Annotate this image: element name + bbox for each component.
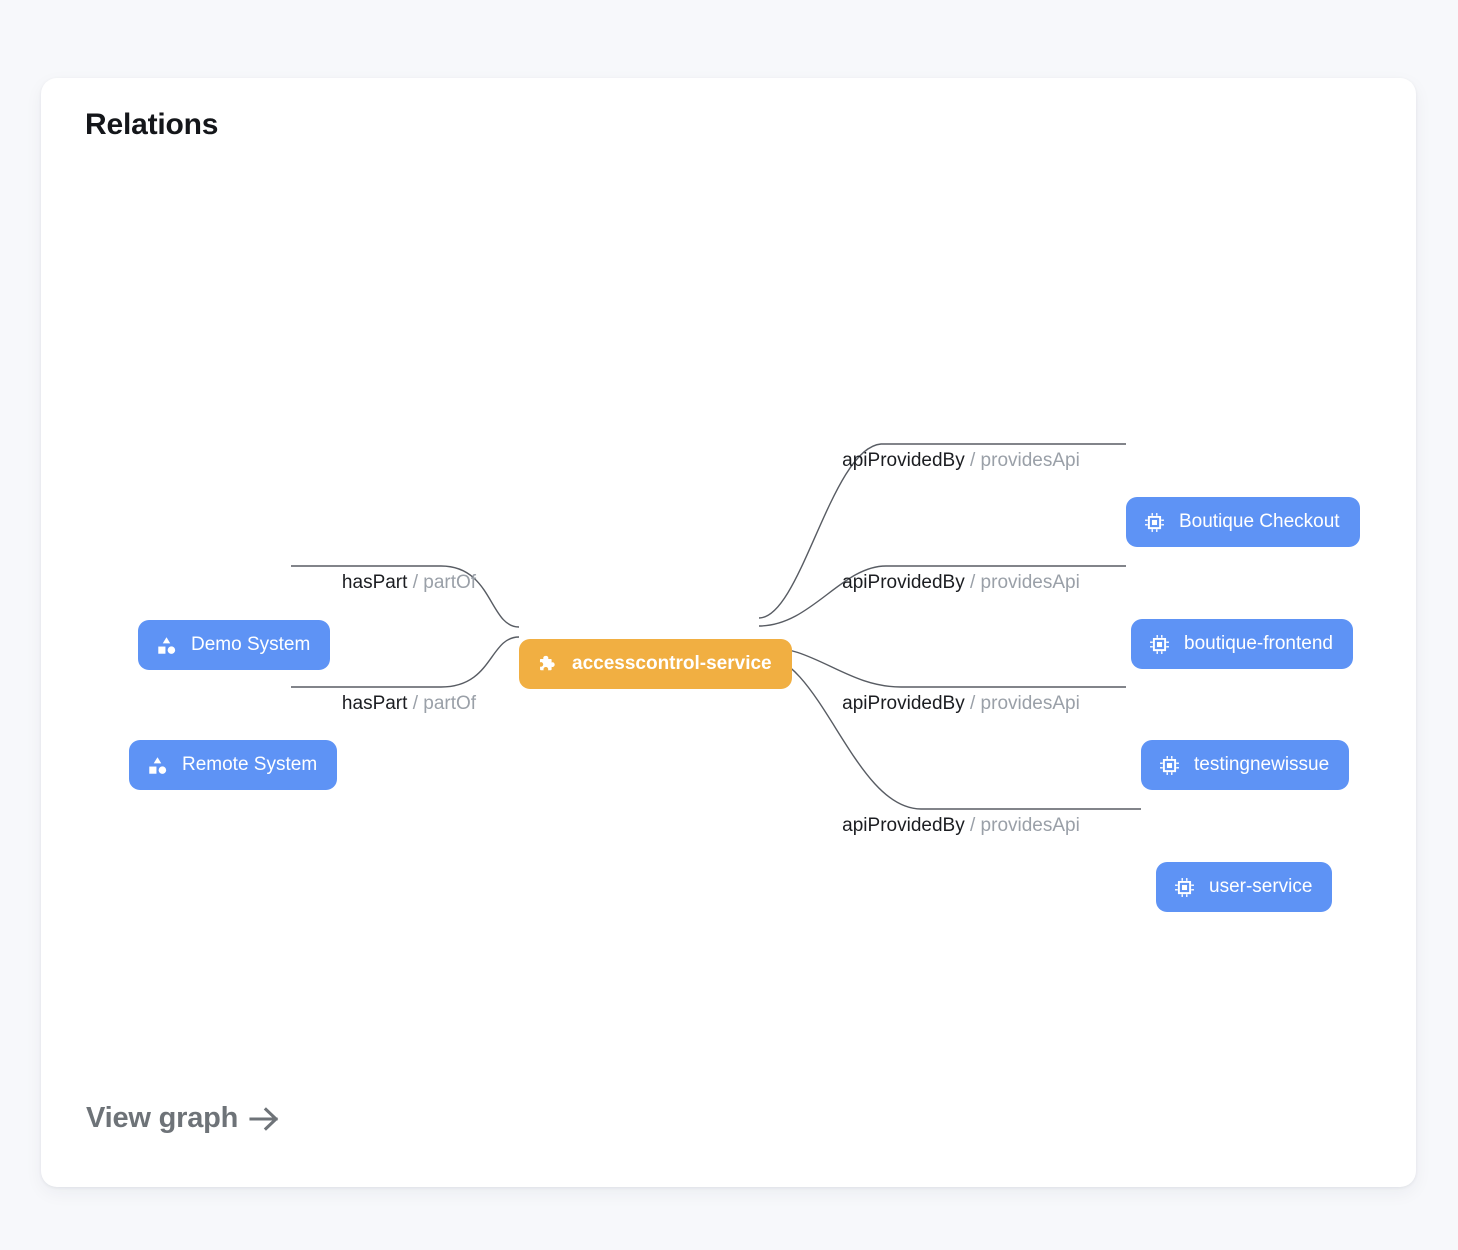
graph-node-label: Remote System — [182, 754, 318, 775]
cpu-chip-icon — [1143, 511, 1165, 533]
edge-label-separator: / — [412, 693, 424, 714]
edge-label-forward: apiProvidedBy — [842, 450, 965, 471]
cpu-chip-icon — [1158, 754, 1180, 776]
view-graph-link[interactable]: View graph — [86, 1102, 281, 1135]
graph-node-testingnewissue[interactable]: testingnewissue — [1141, 740, 1350, 790]
edge-label-separator: / — [969, 693, 981, 714]
edge-label-reverse: partOf — [423, 572, 477, 593]
edge-label-reverse: providesApi — [980, 572, 1080, 593]
cpu-chip-icon — [1173, 876, 1195, 898]
edge-path-testingnewissue — [758, 645, 1126, 688]
graph-node-label: boutique-frontend — [1184, 633, 1333, 654]
edge-label-forward: apiProvidedBy — [842, 815, 965, 836]
graph-node-label: Demo System — [191, 634, 311, 655]
edge-label-testingnewissue: apiProvidedBy / providesApi — [842, 693, 1080, 715]
edge-label-reverse: providesApi — [980, 815, 1080, 836]
edge-label-separator: / — [412, 572, 424, 593]
view-graph-label: View graph — [86, 1102, 239, 1134]
edge-label-user-service: apiProvidedBy / providesApi — [842, 815, 1080, 837]
graph-node-label: user-service — [1209, 876, 1313, 897]
edge-label-remote-system: hasPart / partOf — [342, 693, 476, 715]
graph-node-boutique-checkout[interactable]: Boutique Checkout — [1126, 497, 1360, 547]
graph-node-label: testingnewissue — [1194, 754, 1330, 775]
edge-path-user-service — [758, 653, 1141, 810]
edge-label-forward: hasPart — [341, 693, 408, 714]
graph-node-accesscontrol-service[interactable]: accesscontrol-service — [519, 639, 792, 689]
edge-label-separator: / — [969, 450, 981, 471]
edge-label-boutique-checkout: apiProvidedBy / providesApi — [842, 450, 1080, 472]
edge-label-reverse: providesApi — [980, 450, 1080, 471]
relations-card: Relations Demo System — [41, 78, 1416, 1187]
edge-label-demo-system: hasPart / partOf — [342, 572, 476, 594]
edge-label-boutique-frontend: apiProvidedBy / providesApi — [842, 572, 1080, 594]
arrow-right-icon — [249, 1104, 281, 1134]
cpu-chip-icon — [1148, 633, 1170, 655]
edge-label-separator: / — [969, 815, 981, 836]
page-title: Relations — [85, 108, 219, 141]
edge-label-forward: apiProvidedBy — [842, 572, 965, 593]
graph-node-remote-system[interactable]: Remote System — [129, 740, 338, 790]
puzzle-piece-icon — [536, 653, 558, 675]
graph-node-label: Boutique Checkout — [1179, 511, 1340, 532]
shapes-icon — [146, 754, 168, 776]
edge-label-reverse: providesApi — [980, 693, 1080, 714]
graph-node-demo-system[interactable]: Demo System — [138, 620, 331, 670]
graph-node-boutique-frontend[interactable]: boutique-frontend — [1131, 619, 1353, 669]
edge-label-forward: hasPart — [341, 572, 408, 593]
graph-node-label: accesscontrol-service — [572, 653, 772, 674]
relations-graph[interactable]: Demo System Remote System accesscontrol-… — [41, 78, 1416, 1187]
graph-node-user-service[interactable]: user-service — [1156, 862, 1333, 912]
edge-label-reverse: partOf — [423, 693, 477, 714]
shapes-icon — [155, 634, 177, 656]
edge-label-separator: / — [969, 572, 981, 593]
edge-label-forward: apiProvidedBy — [842, 693, 965, 714]
